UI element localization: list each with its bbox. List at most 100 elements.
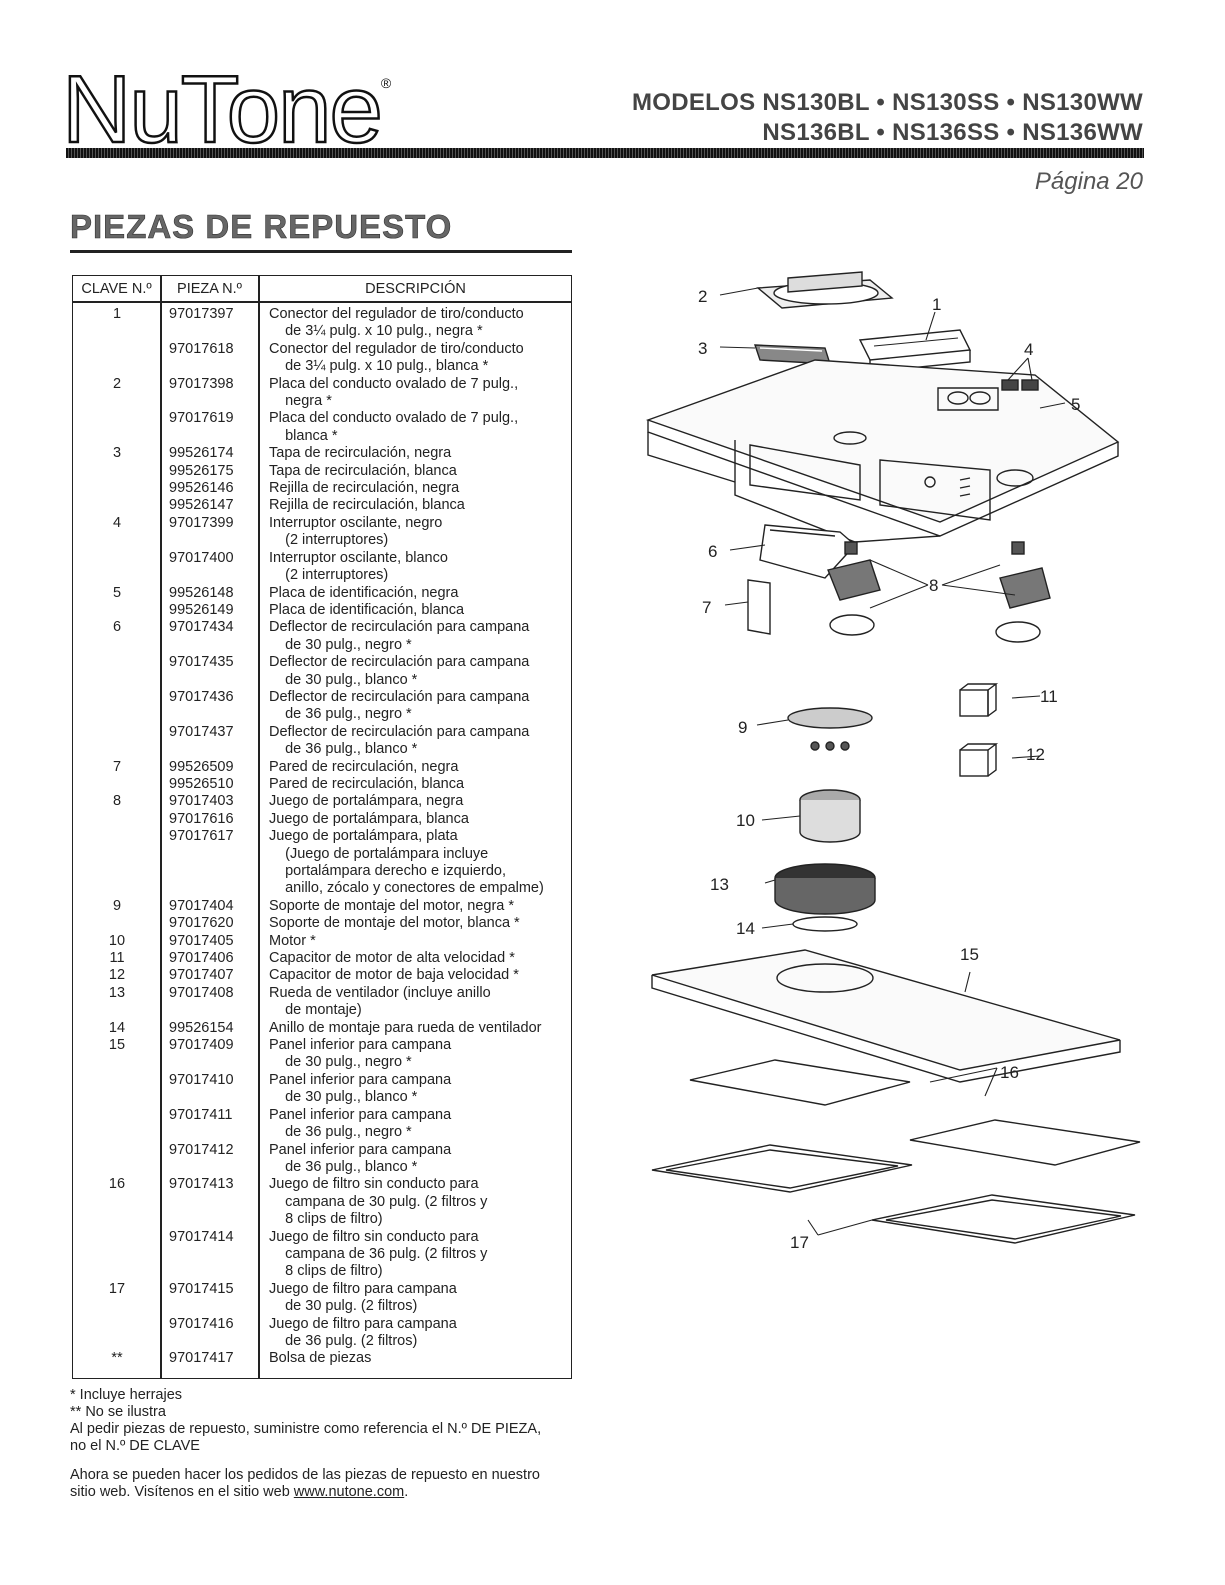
description: negra * <box>269 393 332 410</box>
table-row: 8 clips de filtro) <box>73 1211 571 1228</box>
key-number <box>73 1107 161 1124</box>
part-number <box>161 1333 259 1350</box>
part-number: 97017400 <box>169 549 234 566</box>
note-web-2: sitio web. Visítenos en el sitio web www… <box>70 1484 409 1500</box>
part-number <box>161 323 259 340</box>
table-row: de 30 pulg., negro * <box>73 637 571 654</box>
models-line-2: NS136BL • NS136SS • NS136WW <box>762 119 1143 146</box>
description: de 36 pulg., blanco * <box>269 741 418 758</box>
description: (2 interruptores) <box>269 567 389 584</box>
mounting-ring-drawing <box>792 916 858 932</box>
description: Tapa de recirculación, blanca <box>269 462 457 479</box>
description: Juego de filtro para campana <box>269 1280 457 1297</box>
table-row: de 30 pulg., blanco * <box>73 1089 571 1106</box>
table-row: 97017400 Interruptor oscilante, blanco <box>73 550 571 567</box>
key-number <box>73 1124 161 1141</box>
table-row: (2 interruptores) <box>73 567 571 584</box>
part-number <box>161 863 259 880</box>
key-number: 2 <box>112 375 122 392</box>
exploded-parts-diagram: 2 3 1 4 5 6 7 8 9 10 11 12 13 14 15 16 1… <box>645 271 1141 1252</box>
description: Motor * <box>269 932 316 949</box>
page-number: Página 20 <box>1034 168 1143 195</box>
description: Soporte de montaje del motor, negra * <box>269 897 515 914</box>
key-number <box>73 323 161 340</box>
key-number <box>73 480 161 497</box>
description: Placa de identificación, negra <box>269 584 459 601</box>
part-number: 97017409 <box>169 1037 234 1054</box>
rocker-switch-drawing <box>1001 379 1039 391</box>
callout-13: 13 <box>710 875 729 894</box>
callout-7: 7 <box>702 598 711 617</box>
table-row: de 36 pulg., negro * <box>73 706 571 723</box>
oval-duct-plate-drawing <box>756 271 894 309</box>
description: de 36 pulg. (2 filtros) <box>269 1332 418 1349</box>
key-number <box>73 828 161 845</box>
key-number <box>73 1159 161 1176</box>
part-number <box>161 1002 259 1019</box>
description: Interruptor oscilante, negro <box>269 514 443 531</box>
part-number <box>161 567 259 584</box>
description: Deflector de recirculación para campana <box>269 654 530 671</box>
part-number <box>161 880 259 897</box>
part-number <box>161 1124 259 1141</box>
part-number: 97017416 <box>169 1315 234 1332</box>
part-number: 97017410 <box>169 1071 234 1088</box>
part-number: 99526146 <box>169 480 234 497</box>
key-number: 4 <box>112 514 122 531</box>
part-number <box>161 532 259 549</box>
motor-drawing <box>799 789 861 843</box>
description: Interruptor oscilante, blanco <box>269 549 448 566</box>
model-list: MODELOS NS130BL • NS130SS • NS130WW NS13… <box>632 88 1143 148</box>
part-number: 99526149 <box>169 601 234 618</box>
website-link[interactable]: www.nutone.com <box>293 1484 405 1500</box>
description: Placa de identificación, blanca <box>269 601 465 618</box>
description: Deflector de recirculación para campana <box>269 723 530 740</box>
key-number <box>73 846 161 863</box>
key-number <box>73 654 161 671</box>
part-number: 97017399 <box>169 514 234 531</box>
table-row: portalámpara derecho e izquierdo, <box>73 863 571 880</box>
callout-14: 14 <box>736 919 755 938</box>
key-number: 16 <box>108 1176 126 1193</box>
part-number: 99526174 <box>169 445 234 462</box>
callout-12: 12 <box>1026 745 1045 764</box>
key-number <box>73 550 161 567</box>
description: Juego de filtro para campana <box>269 1315 457 1332</box>
table-row: 8 clips de filtro) <box>73 1263 571 1280</box>
table-row: campana de 36 pulg. (2 filtros y <box>73 1246 571 1263</box>
note-web-1: Ahora se pueden hacer los pedidos de las… <box>70 1467 540 1483</box>
part-number <box>161 637 259 654</box>
table-row: de 3¼ pulg. x 10 pulg., negra * <box>73 323 571 340</box>
description: Juego de filtro sin conducto para <box>269 1176 479 1193</box>
column-divider <box>160 276 162 1378</box>
part-number <box>161 1194 259 1211</box>
filter-frame-left-drawing <box>689 1059 911 1106</box>
part-number: 97017414 <box>169 1228 234 1245</box>
part-number: 99526147 <box>169 497 234 514</box>
key-number <box>73 602 161 619</box>
key-number <box>73 497 161 514</box>
title-rule <box>70 250 572 253</box>
part-number: 97017434 <box>169 619 234 636</box>
callout-2: 2 <box>698 287 707 306</box>
description: de 30 pulg., blanco * <box>269 1089 418 1106</box>
description: Juego de portalámpara, blanca <box>269 810 469 827</box>
description: de 3¼ pulg. x 10 pulg., blanca * <box>269 358 489 375</box>
part-number <box>161 393 259 410</box>
table-row: de 3¼ pulg. x 10 pulg., blanca * <box>73 358 571 375</box>
description: Rejilla de recirculación, blanca <box>269 497 465 514</box>
part-number <box>161 1054 259 1071</box>
header-part: PIEZA N.º <box>177 281 242 297</box>
part-number <box>161 706 259 723</box>
